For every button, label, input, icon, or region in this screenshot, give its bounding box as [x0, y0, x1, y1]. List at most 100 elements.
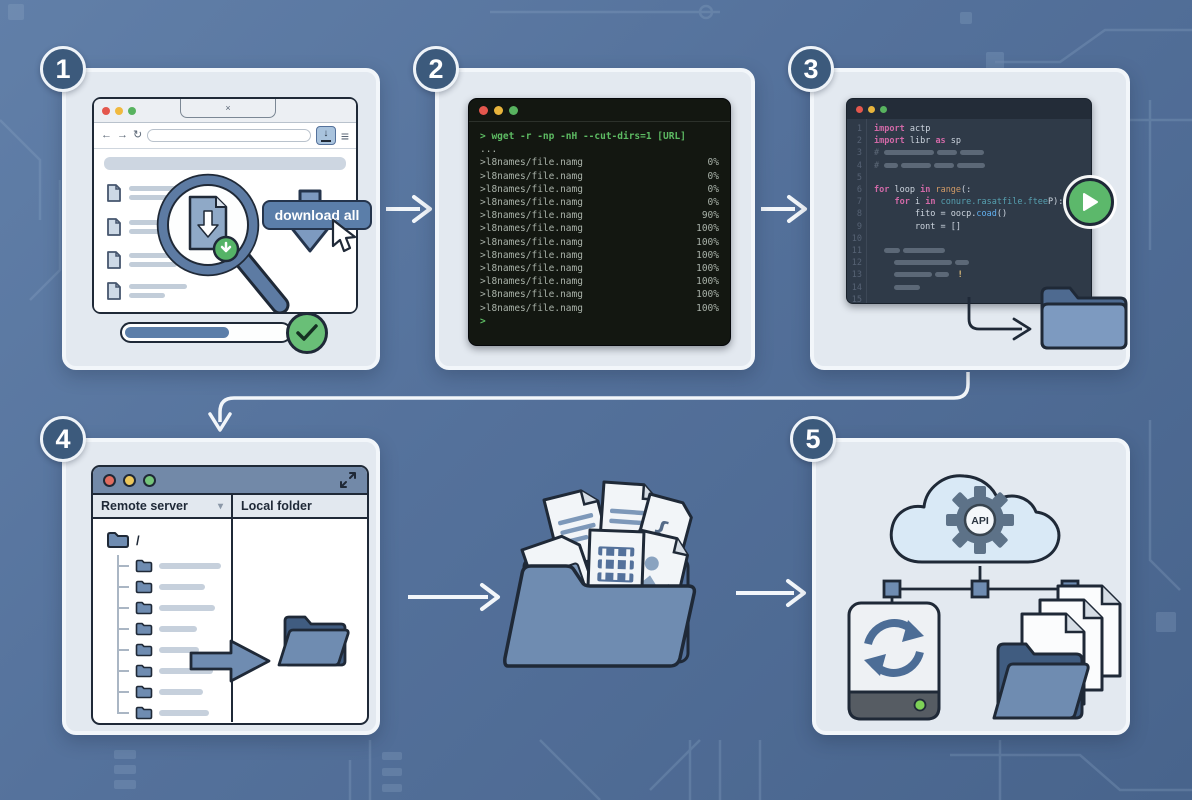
forward-icon[interactable]: →	[117, 129, 128, 141]
cloud-api-icon: API	[889, 474, 1061, 564]
traffic-light-red[interactable]	[102, 106, 110, 115]
transfer-body: /	[93, 519, 367, 722]
line-number: 1	[856, 124, 862, 134]
expand-icon[interactable]	[339, 471, 357, 489]
download-icon[interactable]: ↓	[315, 126, 336, 145]
pane-divider[interactable]	[230, 519, 233, 722]
file-list-item[interactable]	[106, 250, 199, 270]
traffic-light-yellow[interactable]	[123, 473, 136, 487]
browser-titlebar: ×	[94, 99, 356, 123]
terminal-window: > wget -r -np -nH --cut-dirs=1 [URL]... >…	[468, 98, 731, 346]
traffic-light-red[interactable]	[479, 105, 488, 115]
line-number: 15	[851, 294, 862, 304]
traffic-light-green[interactable]	[128, 106, 136, 115]
code-line	[874, 172, 1091, 184]
file-list-item[interactable]	[106, 281, 187, 301]
gear-icon: API	[946, 486, 1014, 554]
folder-icon	[135, 664, 153, 678]
file-icon	[107, 218, 121, 236]
run-script-button[interactable]	[1066, 178, 1114, 226]
sort-caret-icon[interactable]: ▾	[217, 500, 223, 512]
line-number: 4	[856, 160, 862, 171]
folder-icon	[135, 601, 153, 615]
menu-icon[interactable]: ≡	[340, 127, 349, 144]
tree-folder-item[interactable]	[118, 685, 203, 699]
download-all-button[interactable]: download all	[262, 200, 372, 230]
panel-step4-sync-client: 4 Remote server ▾ Local folder	[40, 416, 380, 735]
tree-folder-item[interactable]	[118, 664, 213, 678]
step-badge-3: 3	[788, 46, 834, 92]
line-number: 3	[856, 148, 862, 159]
traffic-light-yellow[interactable]	[494, 105, 503, 115]
output-folder-icon	[1040, 286, 1128, 350]
terminal-command: > wget -r -np -nH --cut-dirs=1 [URL]	[480, 131, 686, 142]
code-line	[874, 233, 1091, 245]
line-number: 9	[856, 221, 862, 232]
panel-step1-browser-download: 1 × ← → ↻ ↓ ≡	[40, 46, 380, 370]
arrow-panel4-to-folder	[408, 583, 500, 611]
back-icon[interactable]: ←	[101, 129, 112, 141]
arrow-panel3-to-panel4	[208, 372, 970, 432]
terminal-output[interactable]: > wget -r -np -nH --cut-dirs=1 [URL]... >…	[469, 122, 730, 334]
api-label: API	[971, 515, 989, 527]
code-line: #	[874, 147, 1091, 159]
line-number: 14	[851, 282, 862, 293]
file-transfer-window: Remote server ▾ Local folder /	[91, 465, 369, 725]
code-line: for loop in range(:	[874, 185, 972, 196]
tree-trunk-line	[117, 555, 119, 714]
traffic-light-red[interactable]	[103, 473, 116, 487]
terminal-prompt: >	[480, 315, 486, 327]
file-icon	[107, 184, 121, 202]
step-badge-2: 2	[413, 46, 459, 92]
tree-folder-item[interactable]	[118, 580, 205, 594]
reload-icon[interactable]: ↻	[133, 129, 143, 141]
browser-tab[interactable]: ×	[180, 99, 276, 118]
traffic-light-green[interactable]	[143, 473, 156, 487]
success-check-icon	[286, 312, 328, 354]
arrow-panel1-to-panel2	[386, 195, 432, 223]
traffic-light-yellow[interactable]	[115, 106, 123, 115]
arrow-panel2-to-panel3	[761, 195, 807, 223]
url-bar[interactable]	[147, 129, 311, 142]
transfer-titlebar	[93, 467, 367, 495]
traffic-light-green[interactable]	[509, 105, 518, 115]
panel-step2-wget-terminal: 2 > wget -r -np -nH --cut-dirs=1 [URL]..…	[413, 46, 755, 370]
line-number: 13	[851, 270, 862, 281]
local-folder-header[interactable]: Local folder	[241, 499, 312, 513]
tree-folder-item[interactable]	[118, 601, 215, 615]
terminal-titlebar	[469, 99, 730, 122]
panel-step5-api-distribution: 5 API	[790, 416, 1130, 735]
folder-icon	[135, 580, 153, 594]
tree-folder-item[interactable]	[118, 706, 209, 720]
tab-close-icon[interactable]: ×	[225, 103, 231, 113]
root-folder-icon	[107, 532, 129, 548]
file-list-item[interactable]	[106, 183, 197, 203]
tree-folder-item[interactable]	[118, 559, 221, 573]
traffic-light-green[interactable]	[880, 105, 887, 113]
code-line: import libr as sp	[874, 136, 962, 147]
remote-server-header[interactable]: Remote server ▾	[93, 495, 233, 517]
line-number: 2	[856, 136, 862, 147]
step-badge-1: 1	[40, 46, 86, 92]
traffic-light-yellow[interactable]	[868, 105, 875, 113]
line-number: 7	[856, 197, 862, 208]
terminal-ellipsis: ...	[480, 144, 498, 156]
column-headers: Remote server ▾ Local folder	[93, 495, 367, 519]
traffic-light-red[interactable]	[856, 105, 863, 113]
tree-root[interactable]: /	[106, 531, 140, 549]
tree-folder-item[interactable]	[118, 643, 199, 657]
code-line	[874, 245, 1091, 257]
folder-icon	[135, 643, 153, 657]
tree-folder-item[interactable]	[118, 622, 197, 636]
